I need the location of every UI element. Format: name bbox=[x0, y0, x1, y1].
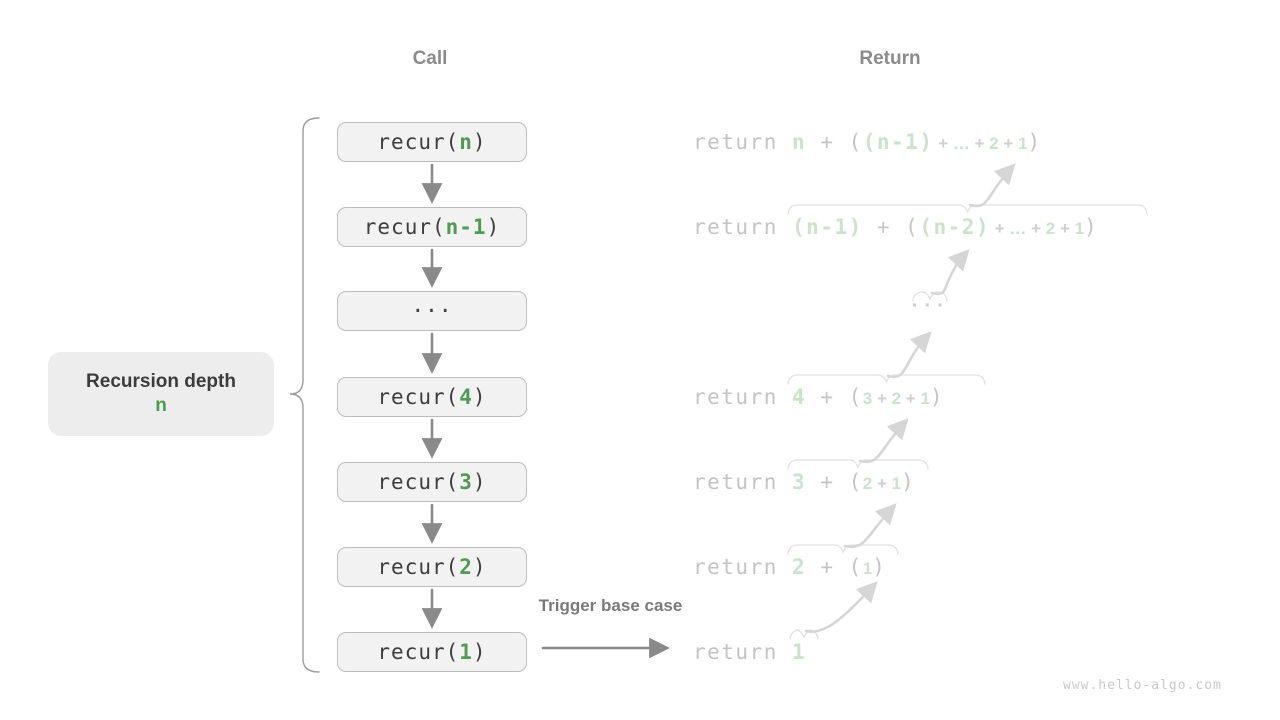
return-expression-segment: … bbox=[1009, 219, 1027, 238]
call-box-text: ) bbox=[472, 385, 487, 409]
return-expression: return 2 + (1) bbox=[693, 551, 886, 583]
call-box-text: 4 bbox=[459, 385, 473, 409]
call-box: recur(n-1) bbox=[337, 207, 527, 247]
return-expression-segment: ) bbox=[1084, 215, 1099, 239]
return-expression-segment: 2 bbox=[862, 474, 873, 493]
return-expression-segment: 1 bbox=[1074, 219, 1085, 238]
return-expression-segment: 1 bbox=[920, 389, 930, 408]
return-expression: return 3 + (2 + 1) bbox=[693, 466, 915, 498]
call-box-text: recur( bbox=[377, 470, 460, 494]
call-box-text: ) bbox=[472, 555, 487, 579]
return-expression-segment: 3 bbox=[792, 470, 807, 494]
return-expression-segment: ) bbox=[1027, 130, 1042, 154]
return-expression-segment: return bbox=[693, 130, 793, 154]
return-expression-segment: + bbox=[872, 474, 892, 493]
return-expression-segment: 2 bbox=[1045, 219, 1056, 238]
return-expression-segment: + ( bbox=[806, 470, 863, 494]
return-expression-segment: ··· bbox=[909, 295, 948, 316]
return-expression-segment: return bbox=[693, 555, 793, 579]
call-box: recur(2) bbox=[337, 547, 527, 587]
call-box-text: 3 bbox=[459, 470, 473, 494]
return-expression-segment: + bbox=[1055, 219, 1075, 238]
watermark-url: www.hello-algo.com bbox=[1063, 678, 1222, 693]
trigger-base-case-label: Trigger base case bbox=[538, 596, 683, 615]
recursion-depth-brace bbox=[289, 117, 320, 673]
call-box-text: recur( bbox=[377, 640, 460, 664]
call-box-text: recur( bbox=[363, 215, 446, 239]
return-expression-segment: return bbox=[693, 215, 793, 239]
return-expression-segment: ) bbox=[929, 385, 945, 409]
call-box-text: 2 bbox=[459, 555, 473, 579]
return-expression-segment: return bbox=[693, 640, 793, 664]
call-box: ··· bbox=[337, 291, 527, 331]
return-expression-segment: 2 bbox=[792, 555, 807, 579]
return-expression-segment: 1 bbox=[862, 559, 873, 578]
return-expression-segment: + bbox=[998, 134, 1019, 153]
call-box: recur(1) bbox=[337, 632, 527, 672]
return-expression-segment: + ( bbox=[862, 215, 920, 239]
return-expression-segment: + ( bbox=[806, 555, 863, 579]
return-expression-segment: 4 bbox=[792, 385, 807, 409]
return-expression: return n + ((n-1) + … + 2 + 1) bbox=[693, 126, 1042, 158]
return-expression-segment: + ( bbox=[806, 385, 863, 409]
return-expression-segment: ) bbox=[901, 470, 916, 494]
return-expression: ··· bbox=[909, 295, 948, 327]
call-box: recur(4) bbox=[337, 377, 527, 417]
return-expression-segment: + ( bbox=[806, 130, 863, 154]
call-box-text: recur( bbox=[377, 130, 460, 154]
return-expression-segment: + bbox=[933, 134, 953, 153]
call-box-text: n-1 bbox=[445, 215, 487, 239]
return-expression: return 4 + (3 + 2 + 1) bbox=[693, 381, 944, 413]
return-expression-segment: + bbox=[872, 389, 892, 408]
return-expression-segment: return bbox=[693, 385, 793, 409]
return-expression-segment: + bbox=[901, 389, 921, 408]
call-box-text: 1 bbox=[459, 640, 473, 664]
call-box-text: ) bbox=[472, 130, 487, 154]
call-box: recur(3) bbox=[337, 462, 527, 502]
return-expression-segment: ) bbox=[872, 555, 887, 579]
call-box-text: recur( bbox=[377, 555, 460, 579]
return-expression-segment: 2 bbox=[891, 389, 902, 408]
return-expression-segment: 1 bbox=[891, 474, 902, 493]
call-box-text: n bbox=[459, 130, 473, 154]
return-column-header: Return bbox=[859, 48, 921, 69]
return-expression-segment: 3 bbox=[862, 389, 873, 408]
recursion-depth-title: Recursion depth bbox=[86, 371, 236, 392]
call-box: recur(n) bbox=[337, 122, 527, 162]
recursion-depth-label: Recursion depth n bbox=[48, 352, 274, 436]
call-box-text: recur( bbox=[377, 385, 460, 409]
return-expression: return (n-1) + ((n-2) + … + 2 + 1) bbox=[693, 211, 1098, 243]
call-column-header: Call bbox=[412, 48, 448, 69]
return-expression-segment: n bbox=[792, 130, 807, 154]
return-expression-segment: (n-2) bbox=[919, 215, 991, 239]
return-expression-segment: 2 bbox=[989, 134, 999, 153]
return-expression-segment: + bbox=[969, 134, 990, 153]
return-expression-segment: 1 bbox=[1018, 134, 1028, 153]
call-box-text: ··· bbox=[411, 299, 453, 323]
call-box-text: ) bbox=[486, 215, 501, 239]
return-expression-segment: (n-1) bbox=[792, 215, 863, 239]
call-box-text: ) bbox=[472, 470, 487, 494]
call-box-text: ) bbox=[472, 640, 487, 664]
recursion-depth-value: n bbox=[155, 395, 167, 416]
return-expression-segment: + bbox=[990, 219, 1010, 238]
return-expression-segment: (n-1) bbox=[862, 130, 934, 154]
return-expression-segment: return bbox=[693, 470, 793, 494]
return-expression-segment: … bbox=[952, 134, 970, 153]
return-expression-segment: + bbox=[1026, 219, 1046, 238]
return-expression: return 1 bbox=[693, 636, 806, 668]
return-expression-segment: 1 bbox=[792, 640, 807, 664]
